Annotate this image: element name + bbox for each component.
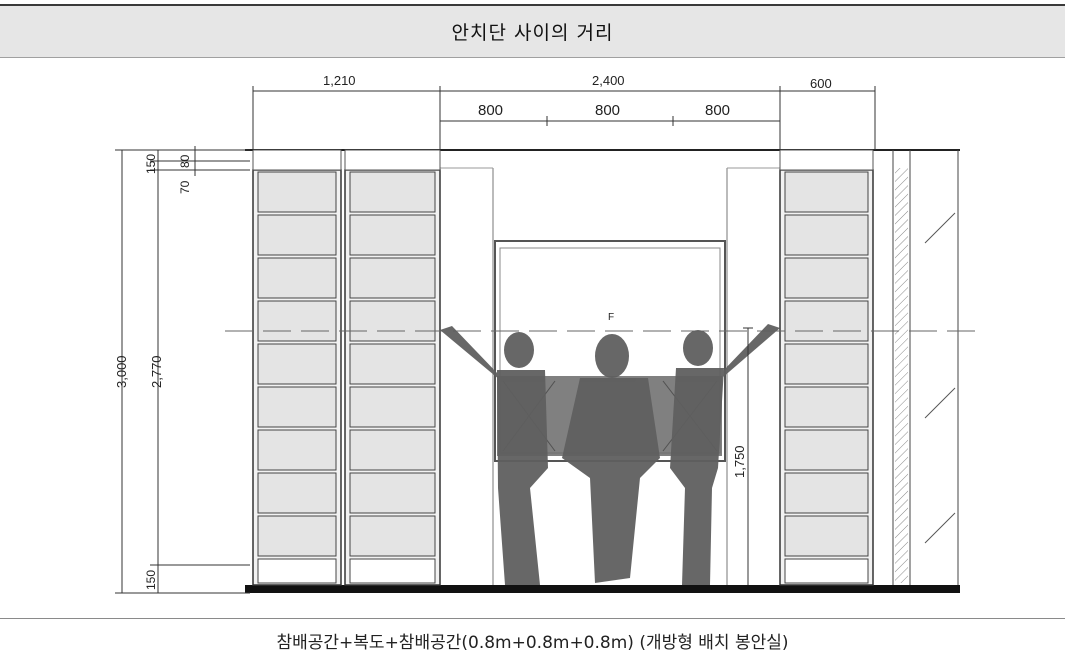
floor-slab — [245, 585, 960, 593]
dim-top-left: 1,210 — [323, 73, 356, 88]
dim-top-mid: 2,400 — [592, 73, 625, 88]
figure-caption: 참배공간+복도+참배공간(0.8m+0.8m+0.8m) (개방형 배치 봉안실… — [276, 633, 789, 653]
left-cabinet-column-b — [344, 149, 441, 586]
person-center-silhouette — [562, 334, 660, 583]
eye-level-mark: F — [608, 312, 614, 323]
dim-left-top-70: 70 — [178, 180, 192, 194]
caption-divider — [0, 618, 1065, 619]
person-right-silhouette — [670, 324, 780, 585]
dim-sub-3: 800 — [705, 102, 730, 119]
dim-handle-height: 1,750 — [732, 445, 747, 478]
left-cabinet-column-a — [252, 149, 342, 586]
dim-left-inner: 2,770 — [149, 355, 164, 388]
side-wall — [892, 150, 959, 585]
header-title: 안치단 사이의 거리 — [451, 22, 614, 44]
right-cabinet-column — [779, 149, 874, 586]
dim-left-top-150: 150 — [144, 154, 158, 174]
dim-left-total: 3,000 — [114, 355, 129, 388]
elevation-drawing: F 1,210 2,400 600 800 800 800 — [114, 73, 975, 594]
header-bar: 안치단 사이의 거리 — [0, 4, 1065, 58]
dim-left-bottom-150: 150 — [144, 570, 158, 590]
dim-sub-1: 800 — [478, 102, 503, 119]
person-left-silhouette — [440, 326, 548, 585]
dim-sub-2: 800 — [595, 102, 620, 119]
dim-top-right: 600 — [810, 76, 832, 91]
dim-left-top-80: 80 — [178, 154, 192, 168]
